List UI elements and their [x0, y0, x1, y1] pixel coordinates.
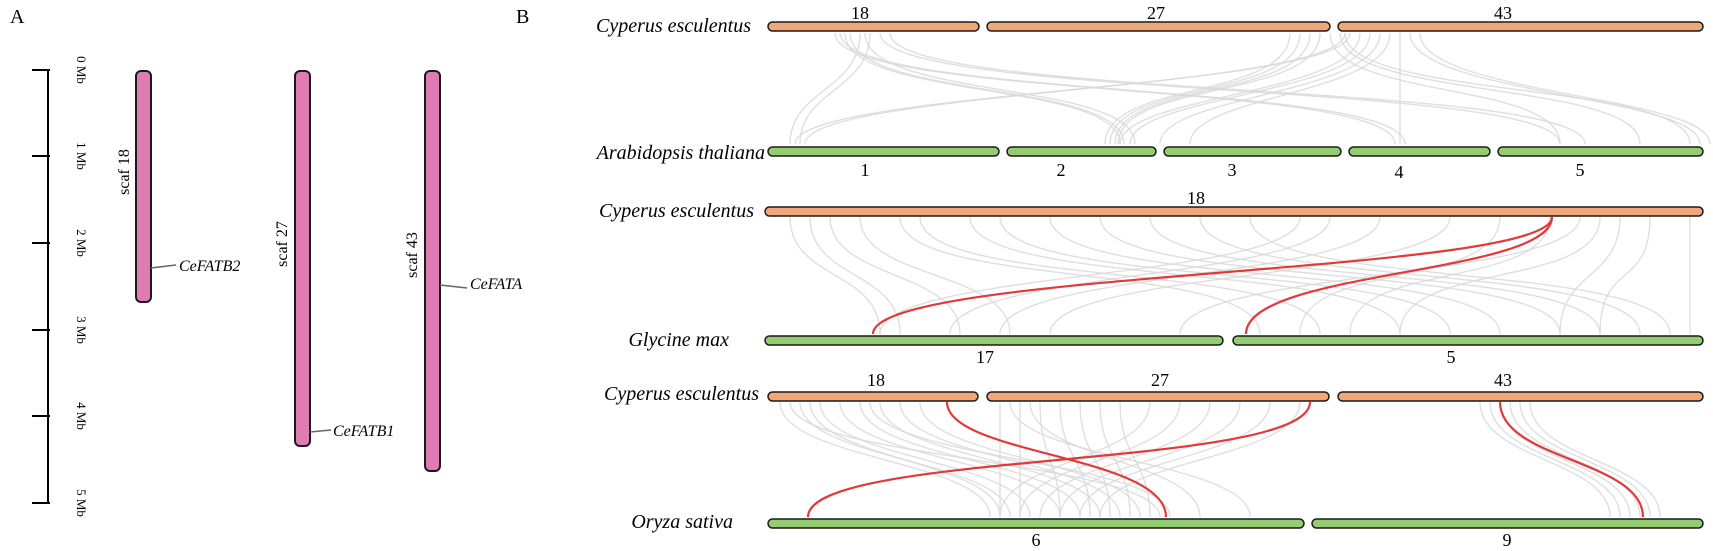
comparison-glycine: Cyperus esculentus 18 Glycine max 17 5: [599, 188, 1704, 367]
synteny-links-gray: [789, 216, 1691, 335]
chromosome-scaf-27: scaf 27 CeFATB1: [274, 70, 394, 447]
scale-bar: 0 Mb 1 Mb 2 Mb 3 Mb 4 Mb 5 Mb: [32, 56, 89, 517]
query-chromosome-label: 43: [1494, 370, 1512, 390]
highlight-link: [871, 216, 1554, 335]
target-chromosome-label: 3: [1228, 160, 1237, 180]
panel-b-letter: B: [516, 6, 529, 28]
panel-b: B: [516, 3, 1711, 550]
scale-tick-0: 0 Mb: [74, 56, 89, 84]
query-chromosome-label: 27: [1147, 3, 1165, 23]
target-species-label: Arabidopsis thaliana: [595, 142, 765, 164]
query-chromosome-label: 43: [1494, 3, 1512, 23]
gene-label: CeFATB1: [333, 423, 394, 440]
target-chromosome-bar: [1311, 518, 1704, 529]
chromosome-scaf-18: scaf 18 CeFATB2: [116, 70, 240, 303]
query-chromosome-bar: [767, 391, 979, 402]
highlight-link: [1244, 216, 1554, 335]
scale-tick-2: 2 Mb: [74, 229, 89, 257]
target-chromosome-label: 4: [1395, 162, 1404, 182]
target-chromosome-bar: [764, 335, 1224, 346]
chromosome-bar: [135, 70, 152, 303]
target-chromosome-bar: [1163, 146, 1342, 157]
target-chromosome-label: 1: [861, 160, 870, 180]
gene-label: CeFATB2: [179, 258, 240, 275]
query-chromosome-bar: [767, 21, 980, 32]
scale-tick-4: 4 Mb: [74, 402, 89, 430]
comparison-arabidopsis: Cyperus esculentus 18 27 43 Arabidopsis …: [595, 3, 1711, 182]
highlight-link: [1498, 401, 1645, 518]
query-chromosome-label: 18: [867, 370, 885, 390]
target-chromosome-bar: [767, 146, 1000, 157]
query-species-label: Cyperus esculentus: [604, 383, 759, 405]
target-chromosome-label: 5: [1447, 347, 1456, 367]
highlight-link: [945, 401, 1168, 518]
query-chromosome-label: 18: [851, 3, 869, 23]
query-chromosome-label: 18: [1187, 188, 1205, 208]
query-chromosome-label: 27: [1151, 370, 1169, 390]
chromosome-label: scaf 43: [404, 232, 421, 278]
query-chromosome-bar: [1337, 21, 1704, 32]
scale-tick-3: 3 Mb: [74, 316, 89, 344]
synteny-links-gray: [779, 401, 1661, 518]
target-chromosome-bar: [767, 518, 1305, 529]
target-chromosome-bar: [1006, 146, 1157, 157]
target-chromosome-label: 2: [1057, 160, 1066, 180]
panel-a-letter: A: [10, 6, 25, 28]
chromosome-label: scaf 27: [274, 221, 291, 267]
highlight-link: [806, 401, 1312, 518]
chromosome-scaf-43: scaf 43 CeFATA: [404, 70, 522, 472]
chromosome-label: scaf 18: [116, 149, 133, 195]
target-chromosome-label: 6: [1032, 530, 1041, 550]
chromosome-bar: [294, 70, 311, 447]
scale-tick-5: 5 Mb: [74, 489, 89, 517]
target-species-label: Glycine max: [628, 329, 729, 351]
query-chromosome-bar: [1337, 391, 1704, 402]
target-chromosome-bar: [1348, 146, 1491, 157]
scale-tick-1: 1 Mb: [74, 142, 89, 170]
query-chromosome-bar: [764, 206, 1704, 217]
query-species-label: Cyperus esculentus: [596, 15, 751, 37]
synteny-links-gray: [789, 32, 1711, 145]
target-species-label: Oryza sativa: [631, 511, 733, 533]
gene-marker: [150, 264, 177, 269]
gene-marker: [309, 429, 332, 433]
target-chromosome-label: 5: [1576, 160, 1585, 180]
gene-marker: [439, 284, 468, 289]
query-chromosome-bar: [986, 21, 1331, 32]
chromosome-bar: [424, 70, 441, 472]
panel-a: A 0 Mb 1 Mb 2 Mb 3 Mb 4 Mb 5 Mb scaf 18 …: [10, 6, 522, 517]
target-chromosome-label: 17: [976, 347, 994, 367]
query-species-label: Cyperus esculentus: [599, 200, 754, 222]
gene-label: CeFATA: [470, 276, 522, 293]
target-chromosome-bar: [1497, 146, 1704, 157]
query-chromosome-bar: [986, 391, 1330, 402]
comparison-oryza: Cyperus esculentus 18 27 43 Oryza sativa…: [604, 370, 1704, 550]
target-chromosome-bar: [1232, 335, 1704, 346]
target-chromosome-label: 9: [1503, 530, 1512, 550]
